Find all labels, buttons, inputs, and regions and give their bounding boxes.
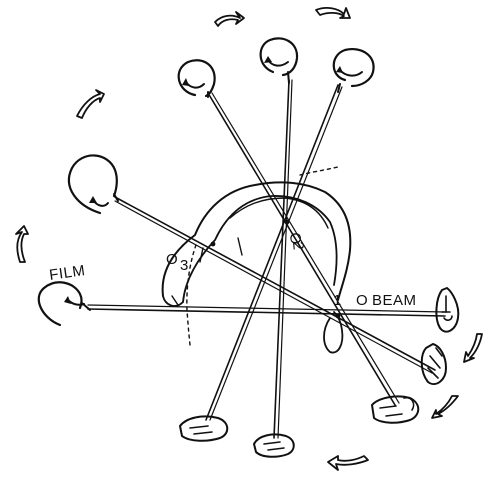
film-holder-left bbox=[39, 282, 90, 325]
center-point-3 bbox=[211, 242, 216, 247]
center-3-label: 3 bbox=[180, 257, 189, 274]
rotation-arrow-upper-left bbox=[77, 90, 104, 118]
film-label: FILM bbox=[48, 262, 86, 284]
beam-label: BEAM bbox=[372, 292, 417, 309]
tube-head-right bbox=[436, 288, 458, 332]
rotation-arrow-right-1 bbox=[464, 334, 482, 362]
center-point-1 bbox=[336, 314, 341, 319]
center-1-label: 1 bbox=[333, 292, 342, 309]
rotation-arrow-top-1 bbox=[215, 12, 244, 26]
rotation-arrow-bottom bbox=[328, 456, 368, 470]
tube-head-bottom-left bbox=[180, 416, 227, 440]
center-2-label: 2 bbox=[289, 241, 307, 251]
film-holder-left-upper bbox=[69, 155, 118, 213]
rotation-arrow-left bbox=[16, 226, 28, 262]
rotation-centers bbox=[211, 220, 341, 319]
center-3-o-label: O bbox=[166, 251, 178, 268]
focal-trough-dotted bbox=[187, 167, 338, 345]
rotation-arrow-top-2 bbox=[316, 8, 350, 18]
film-holder-top-center bbox=[261, 38, 297, 83]
beam-lines bbox=[88, 80, 445, 438]
center-1-o-label: O bbox=[356, 292, 368, 309]
rotation-arrow-right-2 bbox=[432, 396, 458, 418]
tube-head-lower-right bbox=[372, 396, 418, 422]
film-holder-icon bbox=[39, 38, 374, 325]
center-point-2 bbox=[285, 220, 290, 225]
film-holder-upper-left bbox=[179, 60, 215, 97]
film-holder-top-right bbox=[334, 49, 374, 92]
